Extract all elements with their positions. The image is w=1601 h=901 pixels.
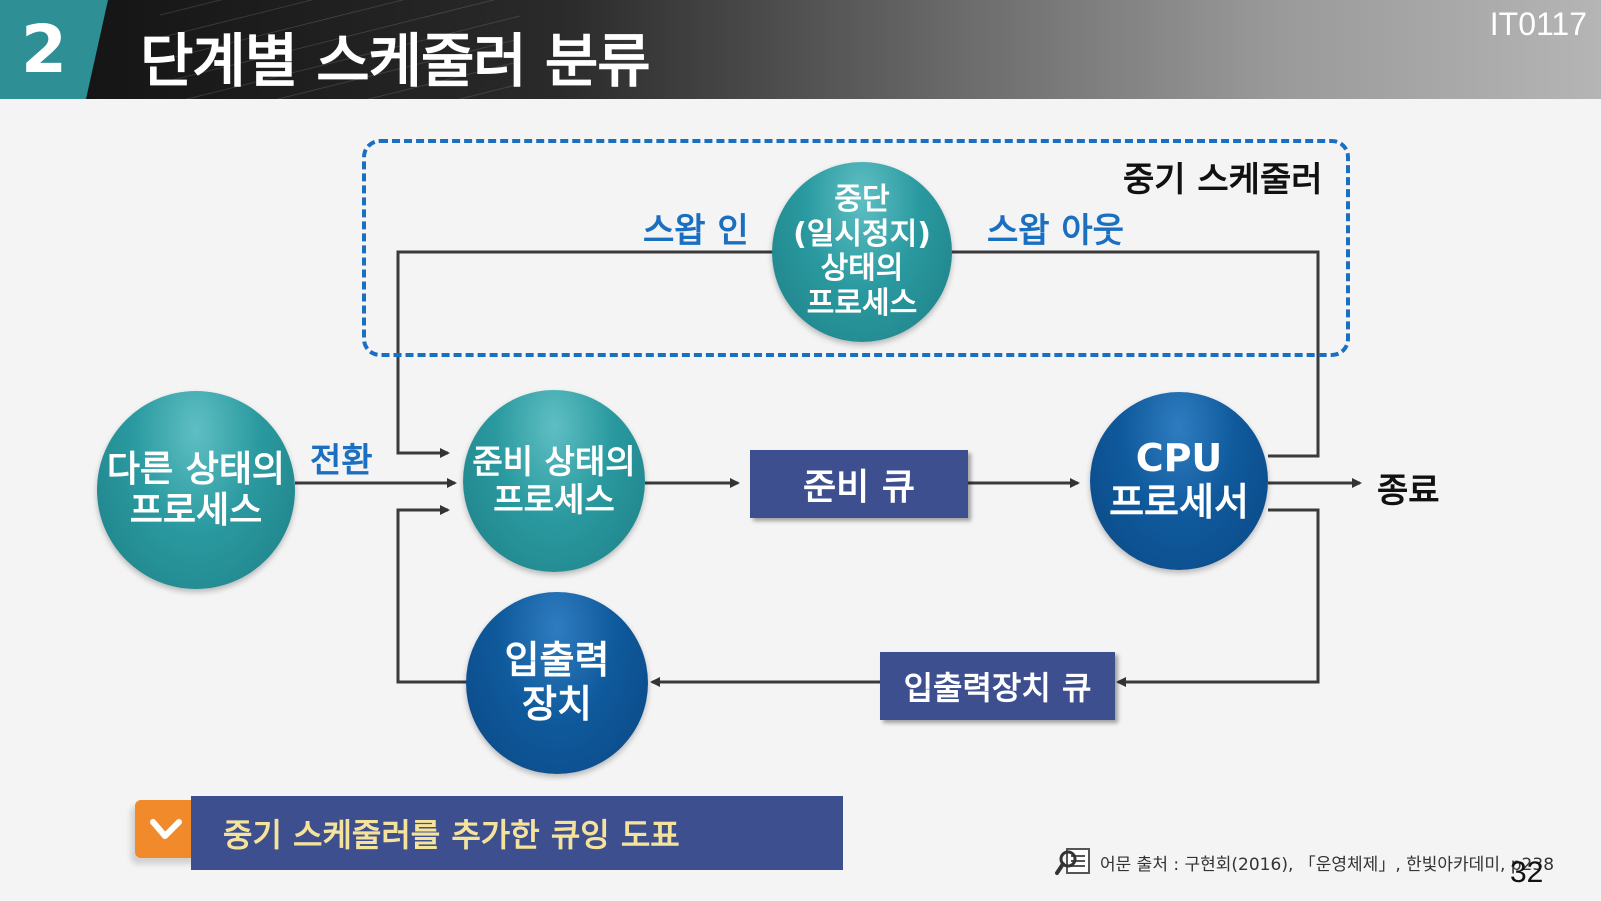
terminate-label: 종료 (1377, 471, 1440, 511)
source-citation: 어문 출처 : 구현회(2016), 「운영체제」, 한빛아카데미, p238 (1100, 855, 1555, 875)
other-state-process-node: 다른 상태의 프로세스 (97, 391, 295, 589)
swap-in-label: 스왑 인 (643, 211, 749, 251)
caption: 중기 스케줄러를 추가한 큐잉 도표 (191, 796, 843, 870)
ready-process-node: 준비 상태의 프로세스 (463, 390, 645, 572)
check-icon (135, 800, 197, 858)
io-device-node: 입출력 장치 (466, 592, 648, 774)
swap-out-label: 스왑 아웃 (987, 211, 1124, 251)
slide-code: IT0117 (1489, 6, 1587, 42)
swap-in-line (396, 250, 773, 458)
medium-term-scheduler-group (362, 139, 1350, 357)
page-number: 32 (1510, 856, 1544, 889)
cpu-processor-node: CPU 프로세서 (1090, 392, 1268, 570)
ready-queue-node: 준비 큐 (750, 450, 968, 518)
transition-label: 전환 (310, 441, 373, 481)
header-banner (0, 0, 1601, 99)
header-background-texture (160, 0, 520, 99)
page-title: 단계별 스케줄러 분류 (140, 27, 651, 95)
io-device-to-ready-line (396, 505, 468, 684)
suspended-process-node: 중단 (일시정지) 상태의 프로세스 (772, 162, 952, 342)
io-queue-node: 입출력장치 큐 (880, 652, 1115, 720)
magnifier-document-icon (1055, 845, 1093, 877)
group-label: 중기 스케줄러 (1123, 160, 1323, 200)
cpu-to-io-queue-line (1116, 508, 1320, 687)
